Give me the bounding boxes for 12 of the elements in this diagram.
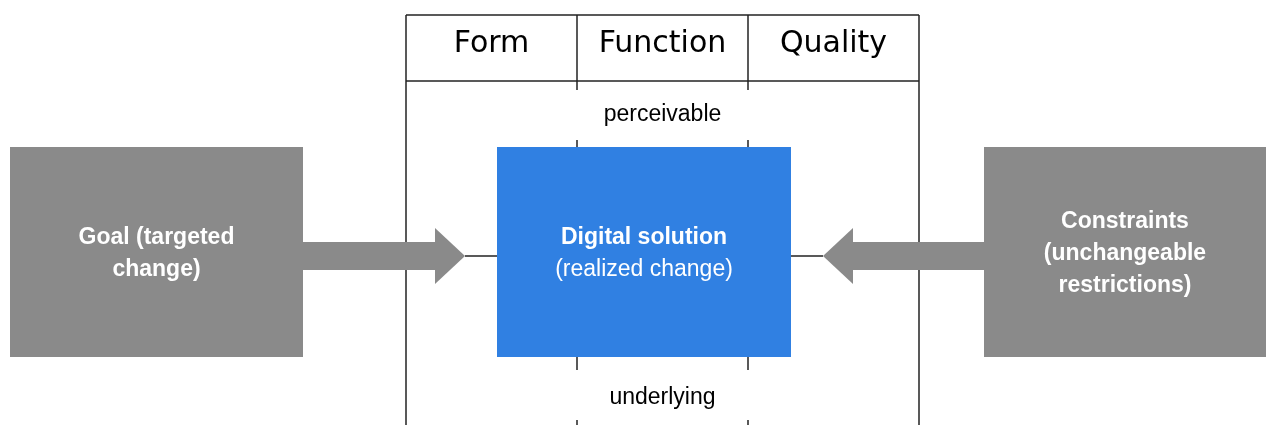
- row-label: perceivable: [602, 100, 723, 127]
- node-title: Digital solution: [560, 222, 728, 251]
- column-header: Quality: [778, 24, 889, 59]
- node-title: Constraints (unchangeable restrictions): [1042, 206, 1208, 299]
- node-subtitle: (realized change): [555, 254, 733, 283]
- row-label: underlying: [608, 383, 717, 410]
- column-header: Form: [452, 24, 531, 59]
- column-header: Function: [597, 24, 728, 59]
- goal-box: [10, 147, 303, 357]
- solution-box: [497, 147, 791, 357]
- node-title: Goal (targeted change): [77, 222, 236, 283]
- constraints-box: [984, 147, 1266, 357]
